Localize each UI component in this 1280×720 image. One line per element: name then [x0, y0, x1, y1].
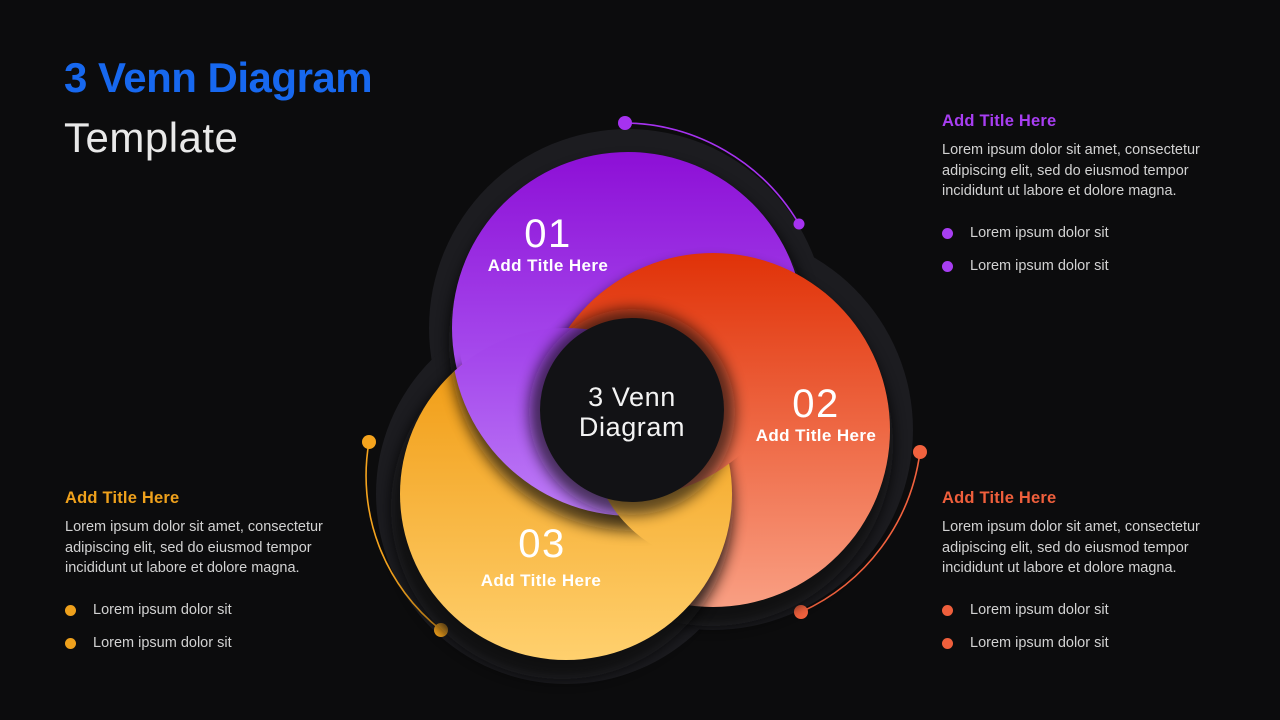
connector-arc-orange: [800, 451, 921, 613]
connector-arc-yellow: [365, 441, 442, 631]
slide-title: 3 Venn Diagram Template: [64, 52, 373, 164]
circle-01-label: Add Title Here: [488, 256, 609, 275]
bullet-text: Lorem ipsum dolor sit: [970, 602, 1109, 618]
center-hub: [540, 318, 724, 502]
connector-dot: [794, 605, 808, 619]
circle-01-number: 01: [524, 212, 572, 256]
slide-title-main: 3 Venn Diagram: [64, 54, 373, 101]
circle-03-number: 03: [518, 522, 566, 566]
center-label-line2: Diagram: [579, 412, 685, 442]
circle-02-number: 02: [792, 382, 840, 426]
bullet-dot-icon: [65, 604, 76, 616]
list-item: Lorem ipsum dolor sit: [942, 633, 1242, 654]
connector-dot: [618, 116, 632, 130]
connector-dot: [793, 218, 805, 230]
connector-dot: [913, 445, 927, 459]
connector-arcs: [362, 116, 927, 637]
panel-heading: Add Title Here: [942, 112, 1057, 130]
connector-arc-purple: [624, 122, 800, 225]
panel-heading: Add Title Here: [65, 489, 180, 507]
bullet-text: Lorem ipsum dolor sit: [93, 635, 232, 651]
bullet-text: Lorem ipsum dolor sit: [93, 602, 232, 618]
list-item: Lorem ipsum dolor sit: [65, 633, 365, 654]
center-label-line1: 3 Venn: [588, 382, 676, 412]
bullet-dot-icon: [65, 637, 76, 649]
panel-bullets: Lorem ipsum dolor sit Lorem ipsum dolor …: [942, 600, 1242, 654]
panel-top-right: Add Title Here Lorem ipsum dolor sit ame…: [942, 112, 1242, 289]
list-item: Lorem ipsum dolor sit: [942, 600, 1242, 621]
bullet-dot-icon: [942, 637, 953, 649]
bullet-dot-icon: [942, 604, 953, 616]
panel-body: Lorem ipsum dolor sit amet, consectetur …: [942, 519, 1200, 576]
panel-body: Lorem ipsum dolor sit amet, consectetur …: [942, 142, 1200, 199]
list-item: Lorem ipsum dolor sit: [942, 223, 1242, 244]
bullet-dot-icon: [942, 260, 953, 272]
panel-bottom-left: Add Title Here Lorem ipsum dolor sit ame…: [65, 489, 365, 666]
panel-bullets: Lorem ipsum dolor sit Lorem ipsum dolor …: [65, 600, 365, 654]
connector-dot: [362, 435, 376, 449]
panel-body: Lorem ipsum dolor sit amet, consectetur …: [65, 519, 323, 576]
panel-bullets: Lorem ipsum dolor sit Lorem ipsum dolor …: [942, 223, 1242, 277]
bullet-dot-icon: [942, 227, 953, 239]
panel-bottom-right: Add Title Here Lorem ipsum dolor sit ame…: [942, 489, 1242, 666]
circle-02-label: Add Title Here: [756, 426, 877, 445]
circle-03-label: Add Title Here: [481, 571, 602, 590]
list-item: Lorem ipsum dolor sit: [942, 256, 1242, 277]
list-item: Lorem ipsum dolor sit: [65, 600, 365, 621]
bullet-text: Lorem ipsum dolor sit: [970, 225, 1109, 241]
bullet-text: Lorem ipsum dolor sit: [970, 258, 1109, 274]
slide-title-sub: Template: [64, 114, 239, 161]
bullet-text: Lorem ipsum dolor sit: [970, 635, 1109, 651]
panel-heading: Add Title Here: [942, 489, 1057, 507]
